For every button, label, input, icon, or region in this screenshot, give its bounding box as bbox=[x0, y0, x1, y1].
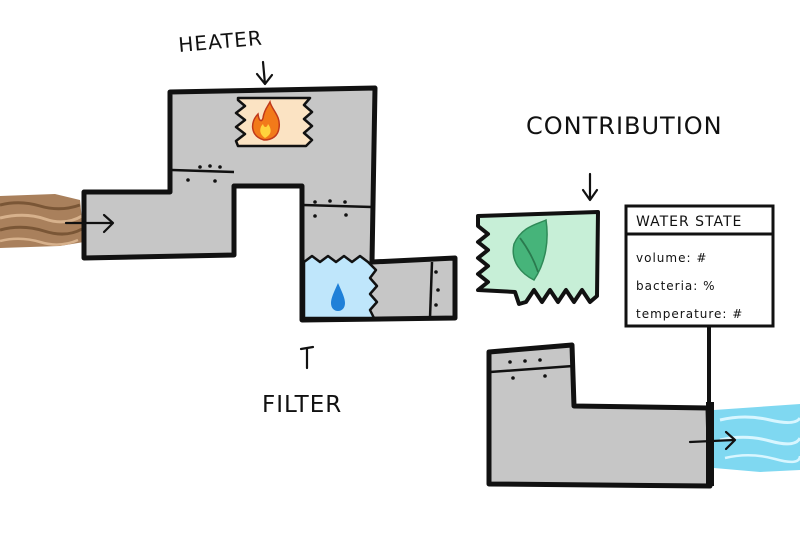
water-state-title: WATER STATE bbox=[636, 214, 742, 230]
heater-chamber bbox=[234, 96, 314, 148]
dirty-water-stream bbox=[0, 194, 84, 248]
water-state-temperature: temperature: # bbox=[636, 307, 743, 321]
filter-chamber bbox=[302, 254, 379, 320]
outlet-arrow-icon bbox=[688, 430, 737, 451]
water-state-panel: WATER STATE volume: # bacteria: % temper… bbox=[624, 204, 775, 404]
contribution-chamber bbox=[476, 210, 600, 306]
heater-pointer-arrow-icon bbox=[255, 60, 274, 86]
water-drop-icon bbox=[331, 283, 345, 311]
contribution-pointer-arrow-icon bbox=[581, 172, 599, 202]
water-state-bacteria: bacteria: % bbox=[636, 279, 716, 293]
inlet-arrow-icon bbox=[64, 213, 115, 234]
flame-icon bbox=[251, 99, 281, 141]
clean-water-stream bbox=[714, 404, 800, 472]
contribution-label: CONTRIBUTION bbox=[526, 112, 723, 140]
filter-label: FILTER bbox=[262, 392, 342, 418]
water-state-volume: volume: # bbox=[636, 251, 707, 265]
heater-label: HEATER bbox=[177, 26, 263, 57]
filter-pointer-arrow-icon bbox=[299, 345, 315, 370]
right-pipe bbox=[486, 342, 714, 489]
leaf-icon bbox=[512, 218, 548, 281]
